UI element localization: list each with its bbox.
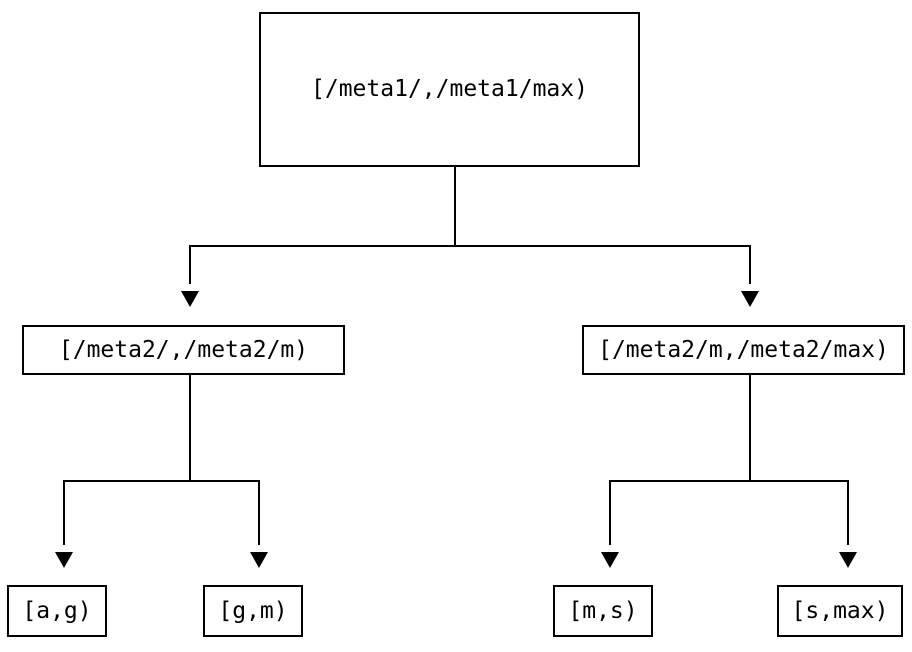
node-leaf-g-m-label: [g,m)	[218, 597, 288, 624]
arrowhead-icon	[741, 291, 759, 307]
node-leaf-g-m: [g,m)	[203, 585, 303, 637]
node-root-label: [/meta1/,/meta1/max)	[311, 76, 588, 102]
node-leaf-m-s-label: [m,s)	[568, 597, 638, 624]
edge-level2-right-bar	[609, 480, 849, 545]
arrowhead-icon	[839, 552, 857, 568]
arrowhead-icon	[181, 291, 199, 307]
arrowhead-icon	[250, 552, 268, 568]
node-leaf-a-g-label: [a,g)	[22, 597, 92, 624]
node-meta2-low-label: [/meta2/,/meta2/m)	[58, 336, 309, 363]
arrowhead-icon	[55, 552, 73, 568]
arrowhead-icon	[601, 552, 619, 568]
node-leaf-s-max: [s,max)	[777, 585, 903, 637]
node-leaf-a-g: [a,g)	[7, 585, 107, 637]
node-leaf-s-max-label: [s,max)	[791, 597, 889, 624]
edge-level2-left-bar	[63, 480, 260, 545]
node-meta2-low: [/meta2/,/meta2/m)	[22, 325, 345, 375]
node-root: [/meta1/,/meta1/max)	[259, 12, 640, 167]
node-leaf-m-s: [m,s)	[553, 585, 653, 637]
node-meta2-high-label: [/meta2/m,/meta2/max)	[598, 336, 889, 363]
node-meta2-high: [/meta2/m,/meta2/max)	[582, 325, 905, 375]
edge-level1-bar	[189, 245, 751, 284]
